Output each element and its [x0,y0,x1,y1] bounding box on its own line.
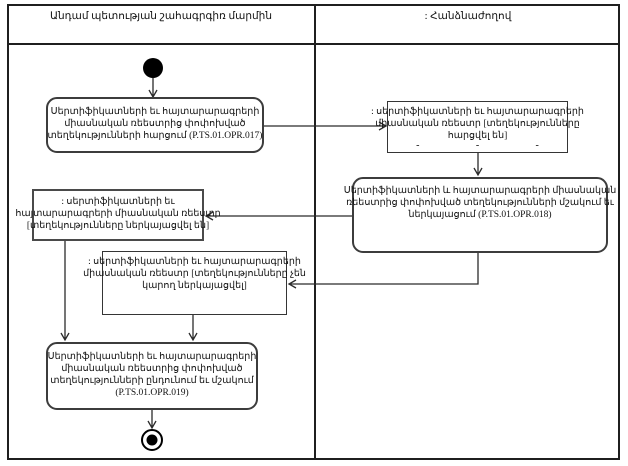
swimlane-header-commission: : Հանձնաժողով [424,11,512,22]
edge-opr017-to-register-queried [264,121,388,131]
dash-mark: - [475,140,480,151]
object-register-presented: : սերտիֆիկատների եւ հայտարարագրերի միասն… [15,189,221,241]
activity-opr018-line: ռեեստրից փոփոխված տեղեկությունների մշակո… [346,197,614,208]
activity-opr017-line: Սերտիֆիկատների եւ հայտարարագրերի [50,107,260,118]
final-node-dot [146,434,158,446]
activity-opr018-line: Սերտիֆիկատների և հայտարարագրերի միասնակա… [343,186,617,196]
edge-register-queried-to-opr018 [473,153,483,177]
edge-initial-to-opr017 [148,78,158,99]
edge-register-presented-to-opr019 [60,241,70,342]
activity-opr019-line: Սերտիֆիկատների եւ հայտարարագրերի [47,352,257,363]
activity-opr019-line: տեղեկությունների ընդունում եւ մշակում [50,376,254,386]
activity-opr019: Սերտիֆիկատների եւ հայտարարագրերի միասնակ… [46,342,258,410]
activity-opr018: Սերտիֆիկատների և հայտարարագրերի միասնակա… [344,177,616,253]
dash-mark: - [535,140,539,151]
object-register-presented-line: : սերտիֆիկատների եւ [61,197,175,208]
object-register-not-presented-line: միասնական ռեեստր [տեղեկությունները չեն [83,268,306,279]
object-register-presented-line: [տեղեկությունները ներկայացվել են] [26,220,210,231]
object-register-queried-dashes: - - - [388,141,567,151]
edge-opr018-to-register-not-presented [287,253,479,289]
final-node [141,429,163,451]
object-register-not-presented: : սերտիֆիկատների եւ հայտարարագրերի միասն… [83,251,306,315]
initial-node [143,58,163,78]
object-register-not-presented-line: : սերտիֆիկատների եւ հայտարարագրերի [88,257,301,267]
object-register-not-presented-line: կարող ներկայացվել] [142,280,247,291]
edge-opr018-to-register-presented [204,211,352,221]
swimlane-header-member-state: Անդամ պետության շահագրգիռ մարմին [49,11,272,22]
activity-opr019-line: միասնական ռեեստրից փոփոխված [61,364,243,375]
activity-opr017-line: տեղեկությունների հարցում (P.TS.01.OPR.01… [47,130,263,141]
dash-mark: - [416,140,420,151]
activity-opr017-line: միասնական ռեեստրից փոփոխված [64,119,246,130]
swimlane-divider [314,4,316,460]
edge-register-not-presented-to-opr019 [188,315,198,342]
object-register-queried-line: միասնական ռեեստր [տեղեկությունները [375,118,580,129]
object-register-queried: : սերտիֆիկատների եւ հայտարարագրերի միասն… [371,101,584,153]
activity-opr017: Սերտիֆիկատների եւ հայտարարագրերի միասնակ… [46,97,264,153]
diagram-border [7,4,620,460]
swimlane-header-separator [7,43,620,45]
object-register-queried-line: : սերտիֆիկատների եւ հայտարարագրերի [371,107,584,117]
activity-opr018-line: ներկայացում (P.TS.01.OPR.018) [408,209,552,220]
object-register-queried-line: հարցվել են] [447,130,508,141]
activity-opr019-line: (P.TS.01.OPR.019) [115,387,189,398]
object-register-presented-line: հայտարարագրերի միասնական ռեեստր [15,209,221,220]
edge-opr019-to-final [147,410,157,430]
